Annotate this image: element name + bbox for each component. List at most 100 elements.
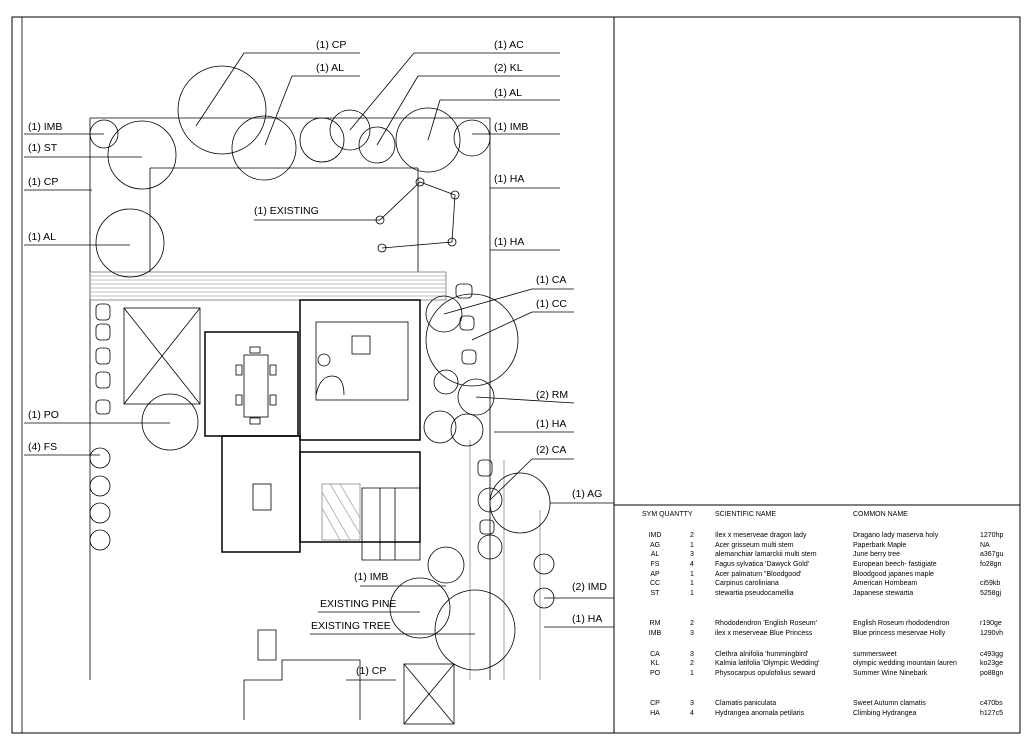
schedule-cell-qty: 1 xyxy=(690,670,694,677)
schedule-cell-qty: 1 xyxy=(690,580,694,587)
schedule-cell-sci: Acer palmatum "Bloodgood' xyxy=(715,571,801,578)
callout-existing-tree: EXISTING TREE xyxy=(311,620,391,632)
callout-ha-right3: (1) HA xyxy=(536,418,566,430)
callout-imb-right: (1) IMB xyxy=(494,121,528,133)
callout-rm-right: (2) RM xyxy=(536,389,568,401)
schedule-cell-code: h127c5 xyxy=(980,710,1003,717)
sheet-border xyxy=(11,16,1021,734)
schedule-cell-code: c493gg xyxy=(980,651,1003,658)
schedule-cell-qty: 2 xyxy=(690,532,694,539)
schedule-cell-sci: Carpinus caroliniana xyxy=(715,580,779,587)
schedule-cell-code: c470bs xyxy=(980,700,1003,707)
schedule-cell-common: Japanese stewartia xyxy=(853,590,913,597)
schedule-cell-common: Blue princess meservae Holly xyxy=(853,630,946,637)
schedule-cell-common: Bloodgood japanes maple xyxy=(853,571,934,578)
schedule-cell-sym: IMB xyxy=(649,630,662,637)
schedule-cell-common: Paperbark Maple xyxy=(853,542,906,549)
callout-cp-top: (1) CP xyxy=(316,39,346,51)
schedule-cell-qty: 3 xyxy=(690,551,694,558)
callout-ha-right1: (1) HA xyxy=(494,173,524,185)
callout-ha-right4: (1) HA xyxy=(572,613,602,625)
schedule-cell-code: 1270hp xyxy=(980,532,1003,539)
callout-existing-pine: EXISTING PINE xyxy=(320,598,396,610)
callout-fs-left: (4) FS xyxy=(28,441,57,453)
schedule-cell-sym: PO xyxy=(650,670,661,677)
schedule-cell-sci: Rhododendron 'English Roseum' xyxy=(715,620,817,627)
schedule-cell-sym: AP xyxy=(650,571,660,578)
callout-al-top2: (1) AL xyxy=(494,87,522,99)
header-common: COMMON NAME xyxy=(853,511,908,518)
schedule-cell-sci: Ilex x meserveae dragon lady xyxy=(715,532,807,539)
schedule-cell-qty: 3 xyxy=(690,700,694,707)
schedule-cell-common: June berry tree xyxy=(853,551,900,558)
plant-schedule: SYM QUANTTY SCIENTIFIC NAME COMMON NAME … xyxy=(614,504,1020,717)
schedule-cell-qty: 3 xyxy=(690,630,694,637)
schedule-cell-sym: CP xyxy=(650,700,660,707)
callout-ac-top: (1) AC xyxy=(494,39,524,51)
callout-cp-bottom: (1) CP xyxy=(356,665,386,677)
schedule-cell-sci: Kalmia latifolia 'Olympic Wedding' xyxy=(715,660,819,667)
schedule-cell-qty: 4 xyxy=(690,561,694,568)
schedule-cell-common: American Hornbeam xyxy=(853,580,917,587)
callout-ha-right2: (1) HA xyxy=(494,236,524,248)
schedule-cell-sym: RM xyxy=(650,620,661,627)
schedule-cell-sym: CC xyxy=(650,580,660,587)
schedule-cell-code: 1290vh xyxy=(980,630,1003,637)
schedule-cell-code: ci59kb xyxy=(980,580,1000,587)
schedule-cell-qty: 2 xyxy=(690,620,694,627)
schedule-cell-qty: 1 xyxy=(690,571,694,578)
callout-al-top: (1) AL xyxy=(316,62,344,74)
schedule-cell-sci: Clamatis paniculata xyxy=(715,700,776,707)
callout-cc-right: (1) CC xyxy=(536,298,567,310)
schedule-cell-qty: 4 xyxy=(690,710,694,717)
header-scientific: SCIENTIFIC NAME xyxy=(715,511,776,518)
schedule-cell-sci: Fagus sylvatica 'Dawyck Gold' xyxy=(715,561,809,568)
schedule-cell-common: Summer Wine Ninebark xyxy=(853,670,928,677)
callout-imb-left: (1) IMB xyxy=(28,121,62,133)
callout-po-left: (1) PO xyxy=(28,409,59,421)
schedule-cell-sci: ilex x meserveae Blue Princess xyxy=(715,630,813,637)
schedule-cell-common: English Roseum rhododendron xyxy=(853,620,950,627)
schedule-cell-qty: 1 xyxy=(690,542,694,549)
header-sym: SYM QUANTTY xyxy=(642,511,693,518)
callout-labels: (1) CP (1) AL (1) AC (2) KL (1) AL (1) IMB (1)… xyxy=(28,39,607,677)
schedule-cell-qty: 2 xyxy=(690,660,694,667)
schedule-cell-sym: ST xyxy=(651,590,661,597)
schedule-cell-sym: AL xyxy=(651,551,660,558)
schedule-cell-qty: 1 xyxy=(690,590,694,597)
schedule-cell-common: Climbing Hydrangea xyxy=(853,710,917,717)
schedule-cell-code: NA xyxy=(980,542,990,549)
callout-imb-bottom: (1) IMB xyxy=(354,571,388,583)
callout-ca2-right: (2) CA xyxy=(536,444,566,456)
schedule-cell-code: a367gu xyxy=(980,551,1003,558)
schedule-cell-code: po88gn xyxy=(980,670,1003,677)
schedule-cell-code: r190ge xyxy=(980,620,1002,627)
schedule-cell-sym: HA xyxy=(650,710,660,717)
schedule-cell-qty: 3 xyxy=(690,651,694,658)
schedule-cell-code: 5258gj xyxy=(980,590,1001,597)
site-plan xyxy=(24,52,614,725)
schedule-cell-sym: KL xyxy=(651,660,660,667)
schedule-cell-common: European beech- fastigiate xyxy=(853,561,937,568)
callout-al-left: (1) AL xyxy=(28,231,56,243)
schedule-cell-sci: stewartia pseudocamellia xyxy=(715,590,794,597)
callout-st-left: (1) ST xyxy=(28,142,58,154)
schedule-cell-code: ko23ge xyxy=(980,660,1003,667)
schedule-cell-common: Dragano lady maserva holy xyxy=(853,532,939,539)
schedule-cell-sci: Hydrangea anomala petilaris xyxy=(715,710,805,717)
callout-kl-top: (2) KL xyxy=(494,62,523,74)
callout-imd-right: (2) IMD xyxy=(572,581,607,593)
schedule-cell-code: fo28gn xyxy=(980,561,1002,568)
schedule-cell-sci: Acer grisseum multi stem xyxy=(715,542,794,549)
schedule-cell-sci: Clethra alnifolia 'hummingbird' xyxy=(715,651,808,658)
callout-cp-left: (1) CP xyxy=(28,176,58,188)
schedule-cell-sci: Physocarpus opulofolius seward xyxy=(715,670,815,677)
schedule-cell-common: olympic wedding mountain lauren xyxy=(853,660,957,667)
callout-ca-right: (1) CA xyxy=(536,274,566,286)
schedule-cell-sym: AG xyxy=(650,542,660,549)
callout-ag-right: (1) AG xyxy=(572,488,602,500)
schedule-cell-common: Sweet Autumn clamatis xyxy=(853,700,926,707)
schedule-cell-common: summersweet xyxy=(853,651,897,658)
